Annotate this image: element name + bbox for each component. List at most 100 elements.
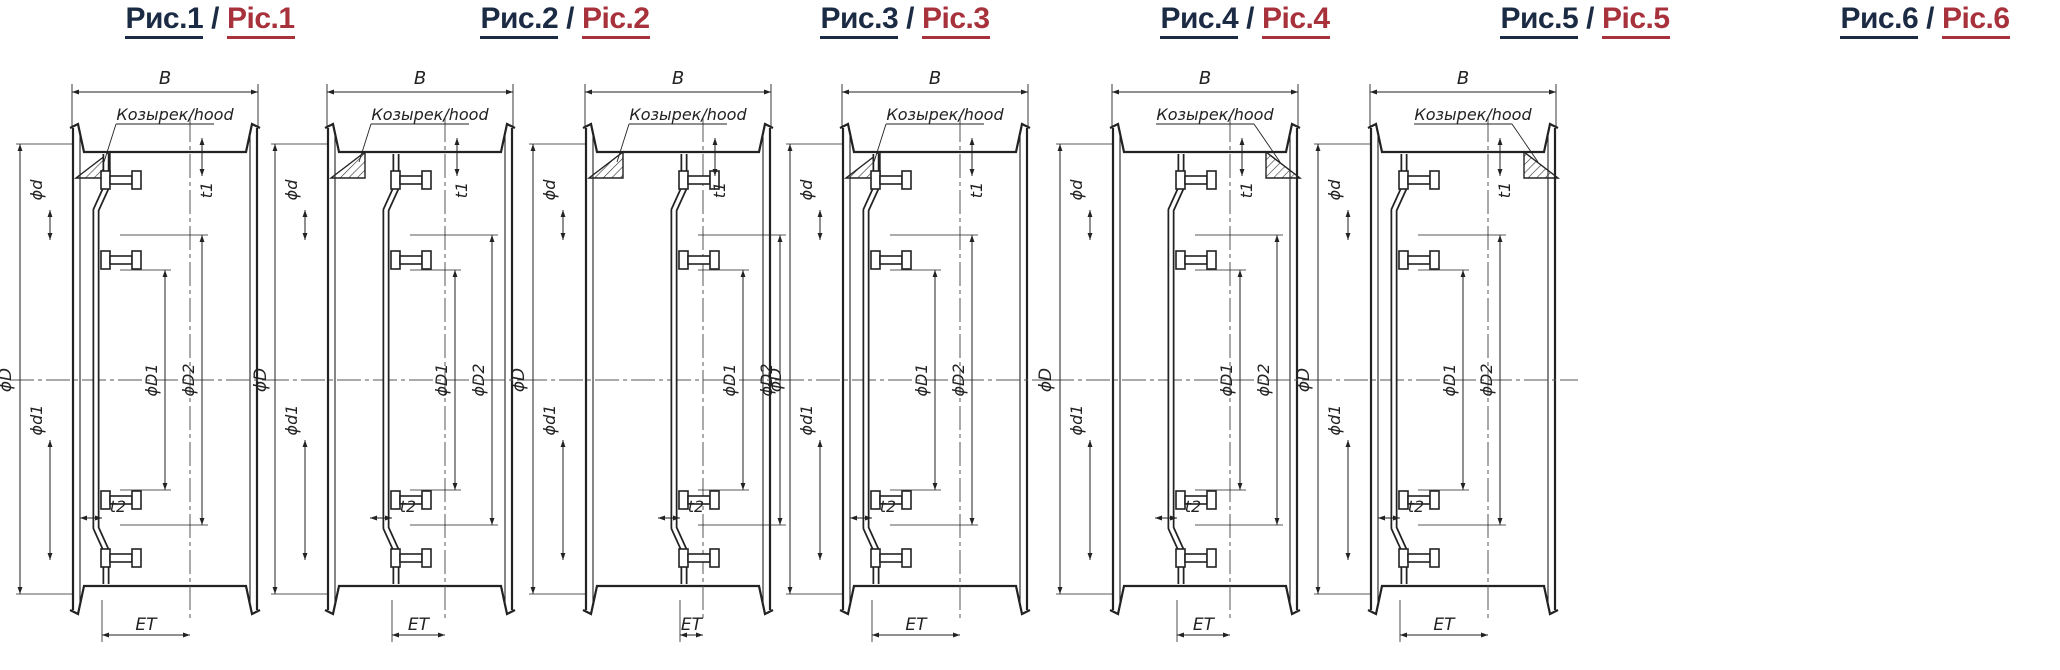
bolt-head [870, 170, 881, 190]
hub-plate-core [1392, 154, 1406, 584]
dim-d1-label: ϕd1 [1067, 405, 1086, 436]
bolt-head [1398, 490, 1409, 510]
hub-plate-core [94, 154, 108, 584]
bolt-nut [709, 548, 720, 568]
bolt-nut [709, 250, 720, 270]
bolt-head [678, 250, 689, 270]
bolt-nut [1206, 170, 1217, 190]
dim-D1-label: ϕD1 [1217, 363, 1236, 396]
hub-plate-core [672, 154, 686, 584]
bolt-bottom [390, 548, 432, 568]
bolt-mid-bottom [1398, 490, 1440, 510]
dim-t2-label: t2 [688, 497, 704, 516]
hub-plate-core [384, 154, 398, 584]
hood-label: Козырек/hood [886, 105, 1004, 124]
dim-D2-label: ϕD2 [469, 363, 488, 396]
figure-title-en: Pic.2 [581, 2, 650, 39]
dim-D-label: ϕD [766, 368, 786, 392]
hood-leader [1511, 123, 1539, 163]
rim-bottom-flange [1109, 584, 1301, 616]
bolt-nut [1206, 548, 1217, 568]
dim-D1-label: ϕD1 [720, 363, 739, 396]
hood-label: Козырек/hood [371, 105, 489, 124]
title-separator: / [566, 2, 574, 35]
hub-plate-core [1169, 154, 1183, 584]
bolt-head [1175, 250, 1186, 270]
bolt-top [1398, 170, 1440, 190]
bolt-head [678, 548, 689, 568]
dim-ET-label: ET [135, 615, 158, 635]
bolt-nut [421, 250, 432, 270]
bolt-mid-bottom [870, 490, 912, 510]
hub-plate-core [864, 154, 878, 584]
hood-label: Козырек/hood [116, 105, 234, 124]
hood-profile [328, 150, 366, 179]
bolt-shank [1184, 175, 1208, 185]
bolt-nut [131, 170, 142, 190]
bolt-mid-bottom [390, 490, 432, 510]
dim-d-label: ϕd [1325, 179, 1344, 201]
bolt-shank [399, 175, 423, 185]
bolt-head [1175, 548, 1186, 568]
dim-d1-label: ϕd1 [282, 405, 301, 436]
dim-t1-label: t1 [967, 182, 986, 198]
figure-title-ru: Рис.2 [480, 2, 559, 39]
bolt-nut [709, 490, 720, 510]
hood-leader [1253, 123, 1281, 163]
bolt-head [678, 490, 689, 510]
bolt-nut [1206, 250, 1217, 270]
figure-title-en: Pic.5 [1601, 2, 1670, 39]
dim-t2-label: t2 [1185, 497, 1201, 516]
dim-t1-label: t1 [1495, 182, 1514, 198]
hood-label: Козырек/hood [1414, 105, 1532, 124]
rim-bottom-flange [1367, 584, 1559, 616]
figure-title-4: Рис.4 / Pic.4 [1120, 2, 1370, 50]
figure-title-ru: Рис.3 [820, 2, 899, 39]
dim-d1-label: ϕd1 [27, 405, 46, 436]
bolt-nut [421, 490, 432, 510]
bolt-top [870, 170, 912, 190]
dim-B-label: B [159, 68, 171, 89]
bolt-shank [109, 255, 133, 265]
figure-title-ru: Рис.5 [1500, 2, 1579, 39]
bolt-mid-top [1398, 250, 1440, 270]
hood-leader [616, 123, 630, 163]
figure-title-6: Рис.6 / Pic.6 [1800, 2, 2050, 50]
bolt-mid-bottom [1175, 490, 1217, 510]
bolt-head [390, 548, 401, 568]
dim-ET-label: ET [1433, 615, 1456, 635]
dim-D-label: ϕD [1036, 368, 1056, 392]
dim-D-label: ϕD [251, 368, 271, 392]
bolt-bottom [1398, 548, 1440, 568]
dim-D2-label: ϕD2 [1254, 363, 1273, 396]
bolt-nut [1206, 490, 1217, 510]
dim-ET-label: ET [681, 615, 704, 635]
dim-D1-label: ϕD1 [1440, 363, 1459, 396]
hood-profile [586, 150, 624, 179]
bolt-mid-top [678, 250, 720, 270]
rim-bottom-flange [69, 584, 261, 616]
bolt-nut [901, 548, 912, 568]
dim-d-label: ϕd [282, 179, 301, 201]
rim-top-flange [324, 122, 516, 154]
bolt-head [1398, 170, 1409, 190]
figure-title-2: Рис.2 / Pic.2 [440, 2, 690, 50]
bolt-shank [109, 175, 133, 185]
bolt-mid-top [390, 250, 432, 270]
rim-top-flange [582, 122, 774, 154]
bolt-shank [1407, 553, 1431, 563]
rim-bottom-flange [324, 584, 516, 616]
hood-label: Козырек/hood [629, 105, 747, 124]
bolt-head [870, 548, 881, 568]
dim-d1-label: ϕd1 [797, 405, 816, 436]
bolt-nut [901, 250, 912, 270]
hood-leader [358, 123, 372, 163]
title-separator: / [1586, 2, 1594, 35]
bolt-nut [131, 250, 142, 270]
dim-d-label: ϕd [797, 179, 816, 201]
title-separator: / [1926, 2, 1934, 35]
dim-D-label: ϕD [1294, 368, 1314, 392]
